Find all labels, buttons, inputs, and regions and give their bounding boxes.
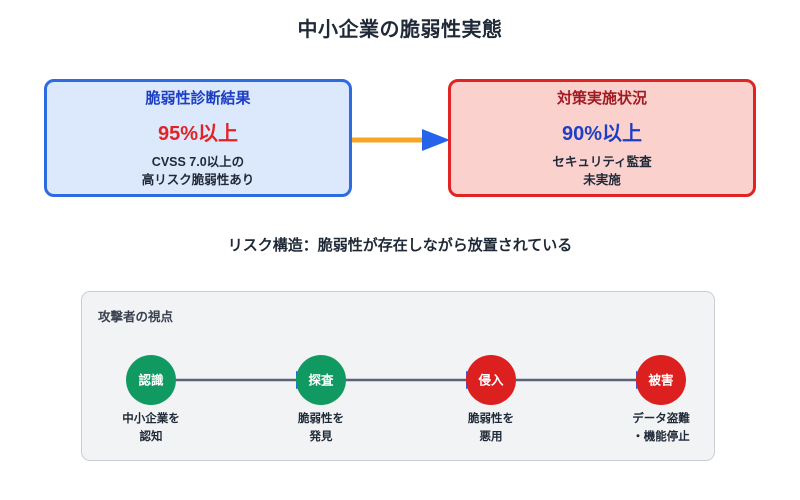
flow-step-4-circle <box>636 355 686 405</box>
flow-step-4-caption-line2: ・機能停止 <box>632 429 690 443</box>
stat-card-diagnosis-desc-line1: CVSS 7.0以上の <box>151 154 245 169</box>
stat-card-measures-value: 90%以上 <box>561 122 643 145</box>
stat-card-diagnosis-value: 95%以上 <box>157 122 239 145</box>
flow-step-2[interactable]: 探査 脆弱性を 発見 <box>296 355 346 443</box>
flow-step-1-label: 認識 <box>138 373 164 388</box>
page-title: 中小企業の脆弱性実態 <box>297 19 503 41</box>
flow-step-3-circle <box>466 355 516 405</box>
flow-step-4[interactable]: 被害 データ盗難 ・機能停止 <box>632 355 690 443</box>
flow-step-4-label: 被害 <box>648 373 673 388</box>
flow-step-1[interactable]: 認識 中小企業を 認知 <box>122 355 180 443</box>
stat-card-measures-desc-line1: セキュリティ監査 <box>552 154 652 169</box>
risk-structure-caption: リスク構造：脆弱性が存在しながら放置されている <box>227 237 573 254</box>
flow-step-3[interactable]: 侵入 脆弱性を 悪用 <box>466 355 516 443</box>
attacker-perspective-panel: 攻撃者の視点 認識 中小企業を 認知 探査 <box>81 291 715 461</box>
stat-card-diagnosis-heading: 脆弱性診断結果 <box>145 89 251 107</box>
flow-step-2-circle <box>296 355 346 405</box>
stat-card-diagnosis: 脆弱性診断結果 95%以上 CVSS 7.0以上の 高リスク脆弱性あり <box>44 79 352 197</box>
stat-connector-arrow-icon <box>352 129 450 151</box>
flow-step-2-label: 探査 <box>308 373 334 388</box>
flow-step-1-caption-line2: 認知 <box>140 429 163 443</box>
stat-card-measures-heading: 対策実施状況 <box>556 89 647 107</box>
flow-step-1-caption-line1: 中小企業を <box>122 411 180 425</box>
flow-step-3-label: 侵入 <box>477 373 504 388</box>
attack-flow-diagram: 認識 中小企業を 認知 探査 脆弱性を 発見 侵入 脆弱性を 悪用 被 <box>122 355 690 443</box>
stat-card-measures: 対策実施状況 90%以上 セキュリティ監査 未実施 <box>448 79 756 197</box>
flow-step-2-caption-line1: 脆弱性を <box>297 411 344 425</box>
flow-step-4-caption-line1: データ盗難 <box>632 411 690 425</box>
attacker-perspective-title: 攻撃者の視点 <box>98 310 174 324</box>
flow-step-3-caption-line1: 脆弱性を <box>467 411 514 425</box>
flow-step-3-caption-line2: 悪用 <box>480 430 503 443</box>
flow-step-2-caption-line2: 発見 <box>309 429 333 443</box>
flow-step-1-circle <box>126 355 176 405</box>
flow-connectors <box>176 371 662 389</box>
stat-card-measures-desc-line2: 未実施 <box>583 172 621 187</box>
stat-card-diagnosis-desc-line2: 高リスク脆弱性あり <box>141 172 255 187</box>
